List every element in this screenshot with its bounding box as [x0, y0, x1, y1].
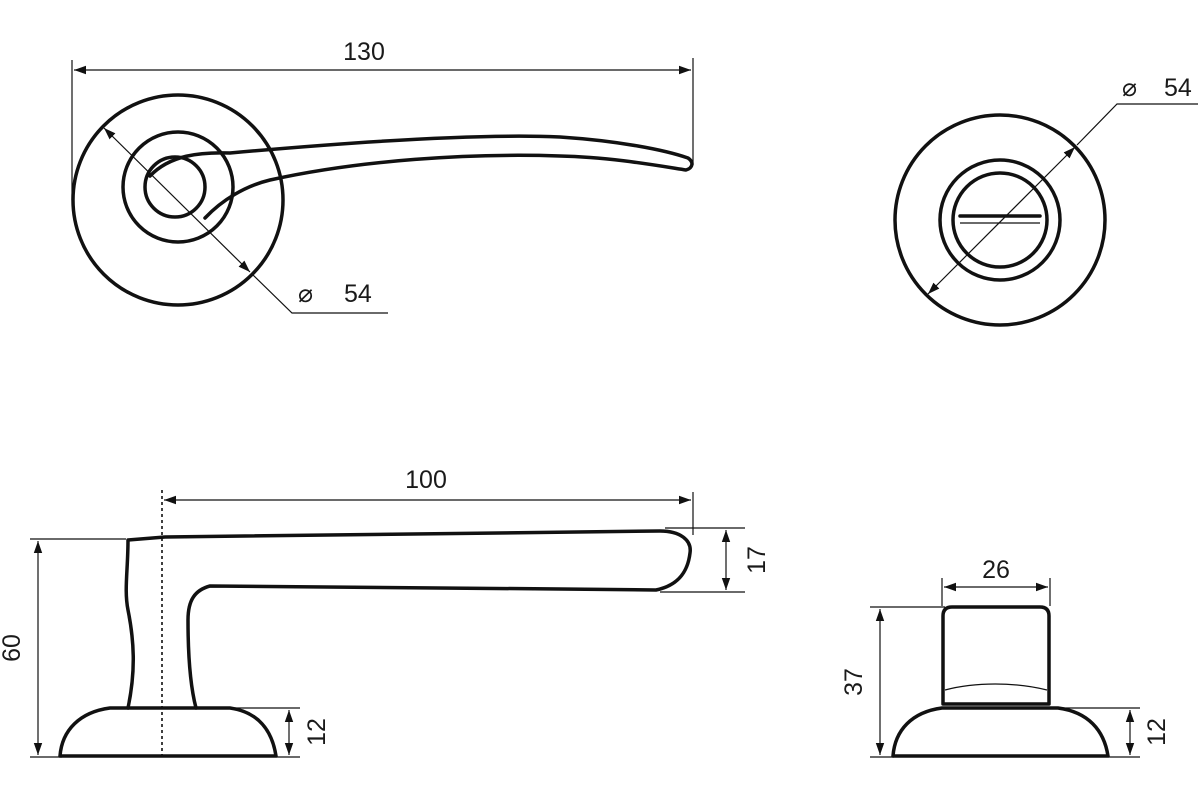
dim-handle-height: 17	[743, 546, 771, 574]
rosette-side-profile	[58, 706, 278, 758]
lever-side-profile	[124, 529, 692, 710]
rosette-outer-circle	[71, 93, 285, 307]
thumbturn-rosette-outer-circle	[893, 113, 1107, 327]
dim-rosette-thickness-left: 12	[303, 718, 331, 746]
handle-front-view: 130 ⌀ 54	[71, 38, 694, 314]
thumbturn-side-view: 26 37 12	[840, 556, 1171, 758]
dim-handle-length-side: 100	[405, 466, 447, 494]
diameter-symbol-right: ⌀	[1122, 74, 1137, 102]
handle-side-view: 100 17 60 12	[0, 466, 771, 758]
lever-outline	[148, 134, 694, 220]
dim-rosette-thickness-right: 12	[1143, 718, 1171, 746]
rosette-inner-circle	[121, 130, 235, 244]
thumbturn-rosette-side-profile	[891, 706, 1110, 758]
dim-thumbturn-height: 37	[840, 668, 868, 696]
thumbturn-knob-side-profile	[941, 605, 1051, 706]
thumbturn-knob-circle	[951, 171, 1049, 269]
diameter-symbol-left: ⌀	[298, 280, 313, 308]
handle-neck-circle	[143, 155, 207, 219]
thumbturn-knob-highlight	[944, 683, 1048, 691]
dim-rosette-diameter-right: 54	[1164, 74, 1192, 102]
thumbturn-rosette-inner-circle	[938, 158, 1062, 282]
thumbturn-front-view: ⌀ 54	[893, 74, 1198, 327]
dim-rosette-diameter-left: 54	[344, 280, 372, 308]
dim-thumbturn-width: 26	[982, 556, 1010, 584]
dim-handle-length-top: 130	[343, 38, 385, 66]
dim-overall-height: 60	[0, 634, 26, 662]
